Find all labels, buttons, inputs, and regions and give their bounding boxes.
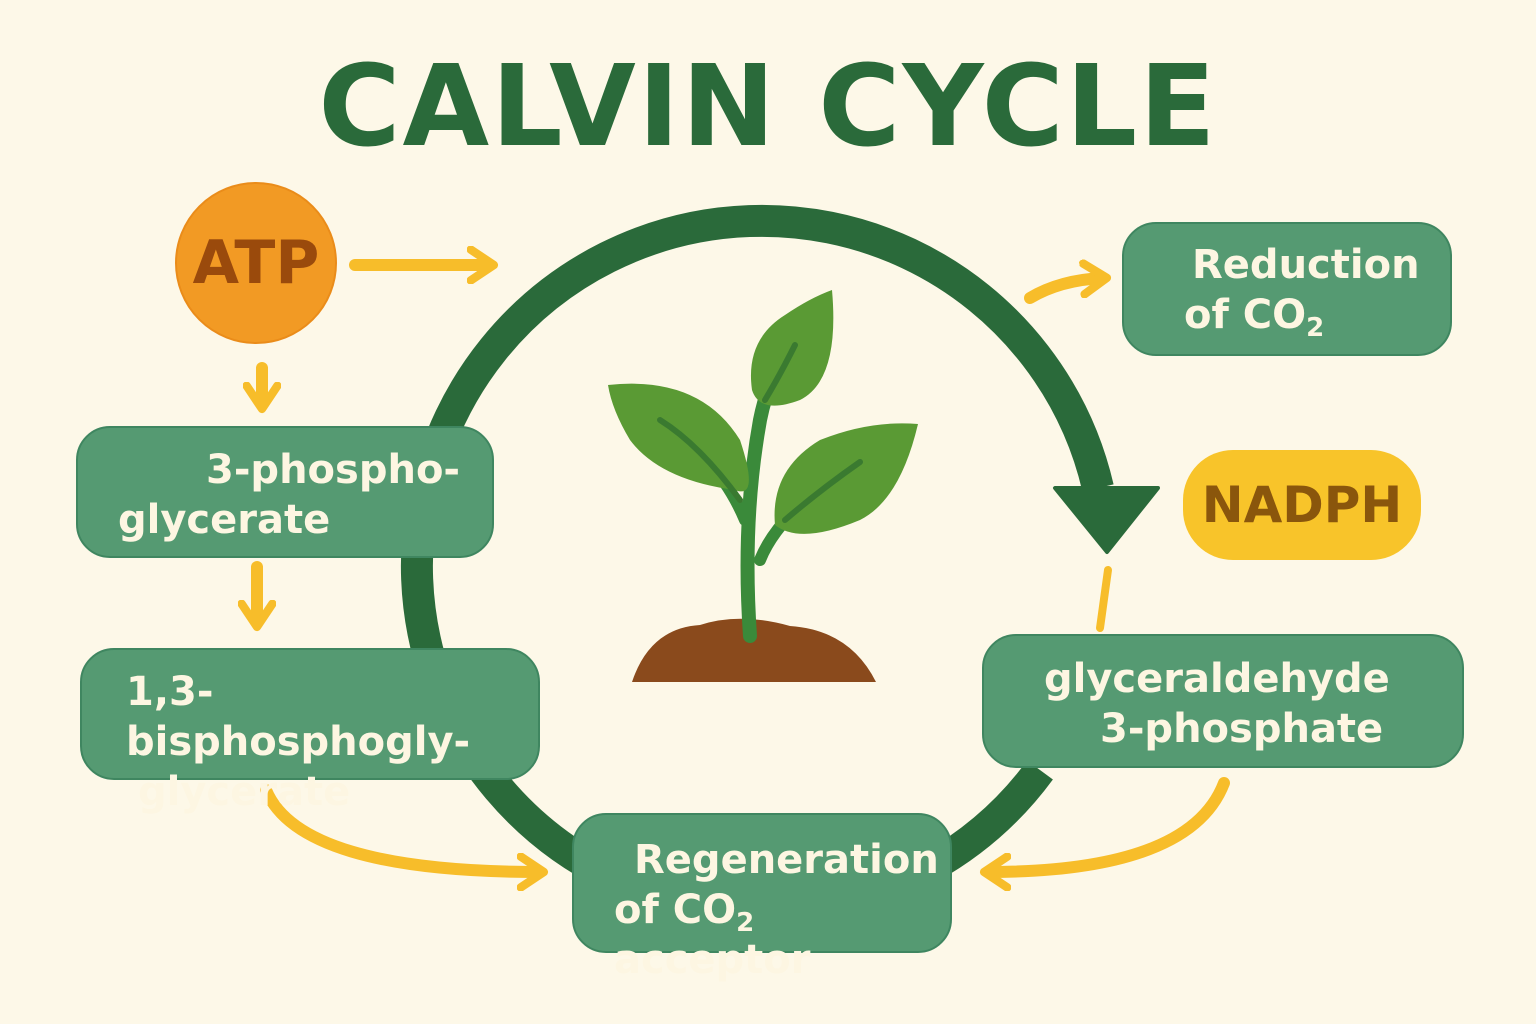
- regeneration-line2-rest: acceptor: [614, 937, 811, 983]
- bisphosphoglycerate-line1: 1,3-bisphosphogly-: [126, 669, 471, 765]
- phosphoglycerate-line2: glycerate: [118, 497, 331, 543]
- nadph-node: NADPH: [1183, 450, 1421, 560]
- subscript: 2: [1306, 313, 1325, 343]
- regeneration-line1: Regeneration: [634, 837, 939, 883]
- subscript: 2: [736, 908, 755, 938]
- page-title: CALVIN CYCLE: [318, 42, 1218, 172]
- arrow-bpg-to-regeneration: [260, 784, 540, 872]
- arrow-g3p-to-regeneration: [988, 777, 1230, 872]
- atp-node: ATP: [175, 182, 337, 344]
- g3p-box: glyceraldehyde 3-phosphate: [982, 634, 1464, 768]
- phosphoglycerate-line1: 3-phospho-: [206, 447, 461, 493]
- phosphoglycerate-box: 3-phospho- glycerate: [76, 426, 494, 558]
- g3p-line1: glyceraldehyde: [1044, 656, 1390, 702]
- bisphosphoglycerate-box: 1,3-bisphosphogly- glycerate: [80, 648, 540, 815]
- nadph-label: NADPH: [1201, 476, 1403, 534]
- reduction-line2-text: of CO: [1184, 292, 1307, 338]
- reduction-box: Reduction of CO2: [1122, 222, 1452, 356]
- g3p-line2: 3-phosphate: [1100, 706, 1384, 752]
- arrow-to-reduction: [1024, 278, 1103, 304]
- reduction-line1: Reduction: [1192, 242, 1420, 288]
- bisphosphoglycerate-line2: glycerate: [138, 769, 351, 815]
- plant-icon: [608, 290, 918, 682]
- cycle-arrowhead-icon: [1053, 486, 1160, 554]
- regeneration-line2: of CO2 acceptor: [614, 885, 950, 985]
- reduction-line2: of CO2: [1184, 290, 1450, 343]
- connector-nadph-g3p: [1096, 566, 1112, 632]
- regeneration-box: Regeneration of CO2 acceptor: [572, 813, 952, 983]
- atp-label: ATP: [192, 228, 320, 298]
- regeneration-line2-text: of CO: [614, 887, 737, 933]
